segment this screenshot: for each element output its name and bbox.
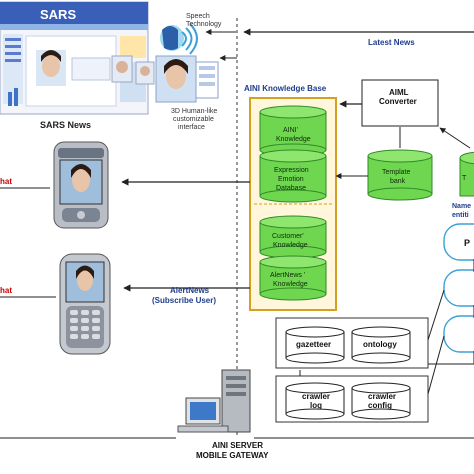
avatar-label-3: interface [178,124,205,131]
chat-label-1: hat [0,177,12,186]
customer-knowledge-label-2: Knowledge [273,242,308,249]
gazetteer-cylinder [285,326,345,364]
latest-news-label: Latest News [368,38,415,47]
alertnews-subscribe-label: (Subscribe User) [152,296,216,305]
alertnews-label: AlertNews [170,286,210,295]
sars-news-label: SARS News [40,120,91,130]
speech-technology-icon [160,23,198,55]
aini-knowledge-label-2: Knowledge [276,136,311,143]
pda-phone-1 [53,141,109,229]
computer-monitor-icon [177,397,229,433]
crawler-log-cylinder [285,382,345,420]
ontology-label: ontology [363,340,397,349]
process-box-3 [443,315,474,353]
template-bank-cylinder [367,149,433,201]
crawler-config-cylinder [351,382,411,420]
expression-emotion-database-cylinder [259,149,327,203]
mobile-phone-2 [59,253,111,355]
crawler-log-label-1: crawler [302,392,330,401]
server-label-1: AINI SERVER [212,441,263,450]
aini-knowledge-cylinder [259,105,327,157]
avatar-interface-screenshot [155,55,219,103]
template-bank-label-1: Template [382,169,411,176]
sars-website-screenshot: SARS [0,1,149,115]
chat-label-2: hat [0,286,12,295]
expression-label-3: Database [276,185,306,192]
speech-label-1: Speech [186,13,210,20]
template-bank-label-2: bank [390,178,406,185]
ontology-cylinder [351,326,411,364]
gazetteer-ontology-group [275,317,429,369]
avatar-label-1: 3D Human-like [171,108,217,115]
expression-label-2: Emotion [278,176,304,183]
customer-knowledge-label-1: Customer' [272,233,304,240]
avatar-label-2: customizable [173,116,214,123]
avatar-small-1 [111,55,155,85]
expression-label-1: Expression [274,167,309,174]
alertnews-knowledge-label-1: AlertNews ' [270,272,305,279]
process-box-2 [443,269,474,307]
aiml-label-2: Converter [379,97,417,106]
crawler-config-label-1: crawler [368,392,396,401]
named-entity-cylinder-partial: T [459,151,474,197]
named-entity-label-2: entiti [452,212,469,219]
speech-label-2: Technology [186,21,222,28]
alertnews-knowledge-cylinder [259,255,327,301]
aiml-label-1: AIML [389,88,409,97]
crawler-log-label-2: log [310,401,322,410]
process-box-1-label: P [464,238,470,248]
sars-banner-text: SARS [40,7,76,22]
svg-text:T: T [462,175,467,182]
server-tower-icon [221,369,251,433]
server-label-2: MOBILE GATEWAY [196,451,269,460]
customer-knowledge-cylinder [259,215,327,259]
named-entity-label-1: Name [452,203,471,210]
gazetteer-label: gazetteer [296,340,331,349]
process-box-1 [443,223,474,261]
crawler-config-label-2: config [368,401,392,410]
aini-knowledge-label-1: AINI' [283,127,298,134]
aiml-converter-box [361,79,439,127]
crawler-group [275,375,429,423]
kb-title: AINI Knowledge Base [244,84,327,93]
alertnews-knowledge-label-2: Knowledge [273,281,308,288]
face-avatar-icon [42,55,60,77]
